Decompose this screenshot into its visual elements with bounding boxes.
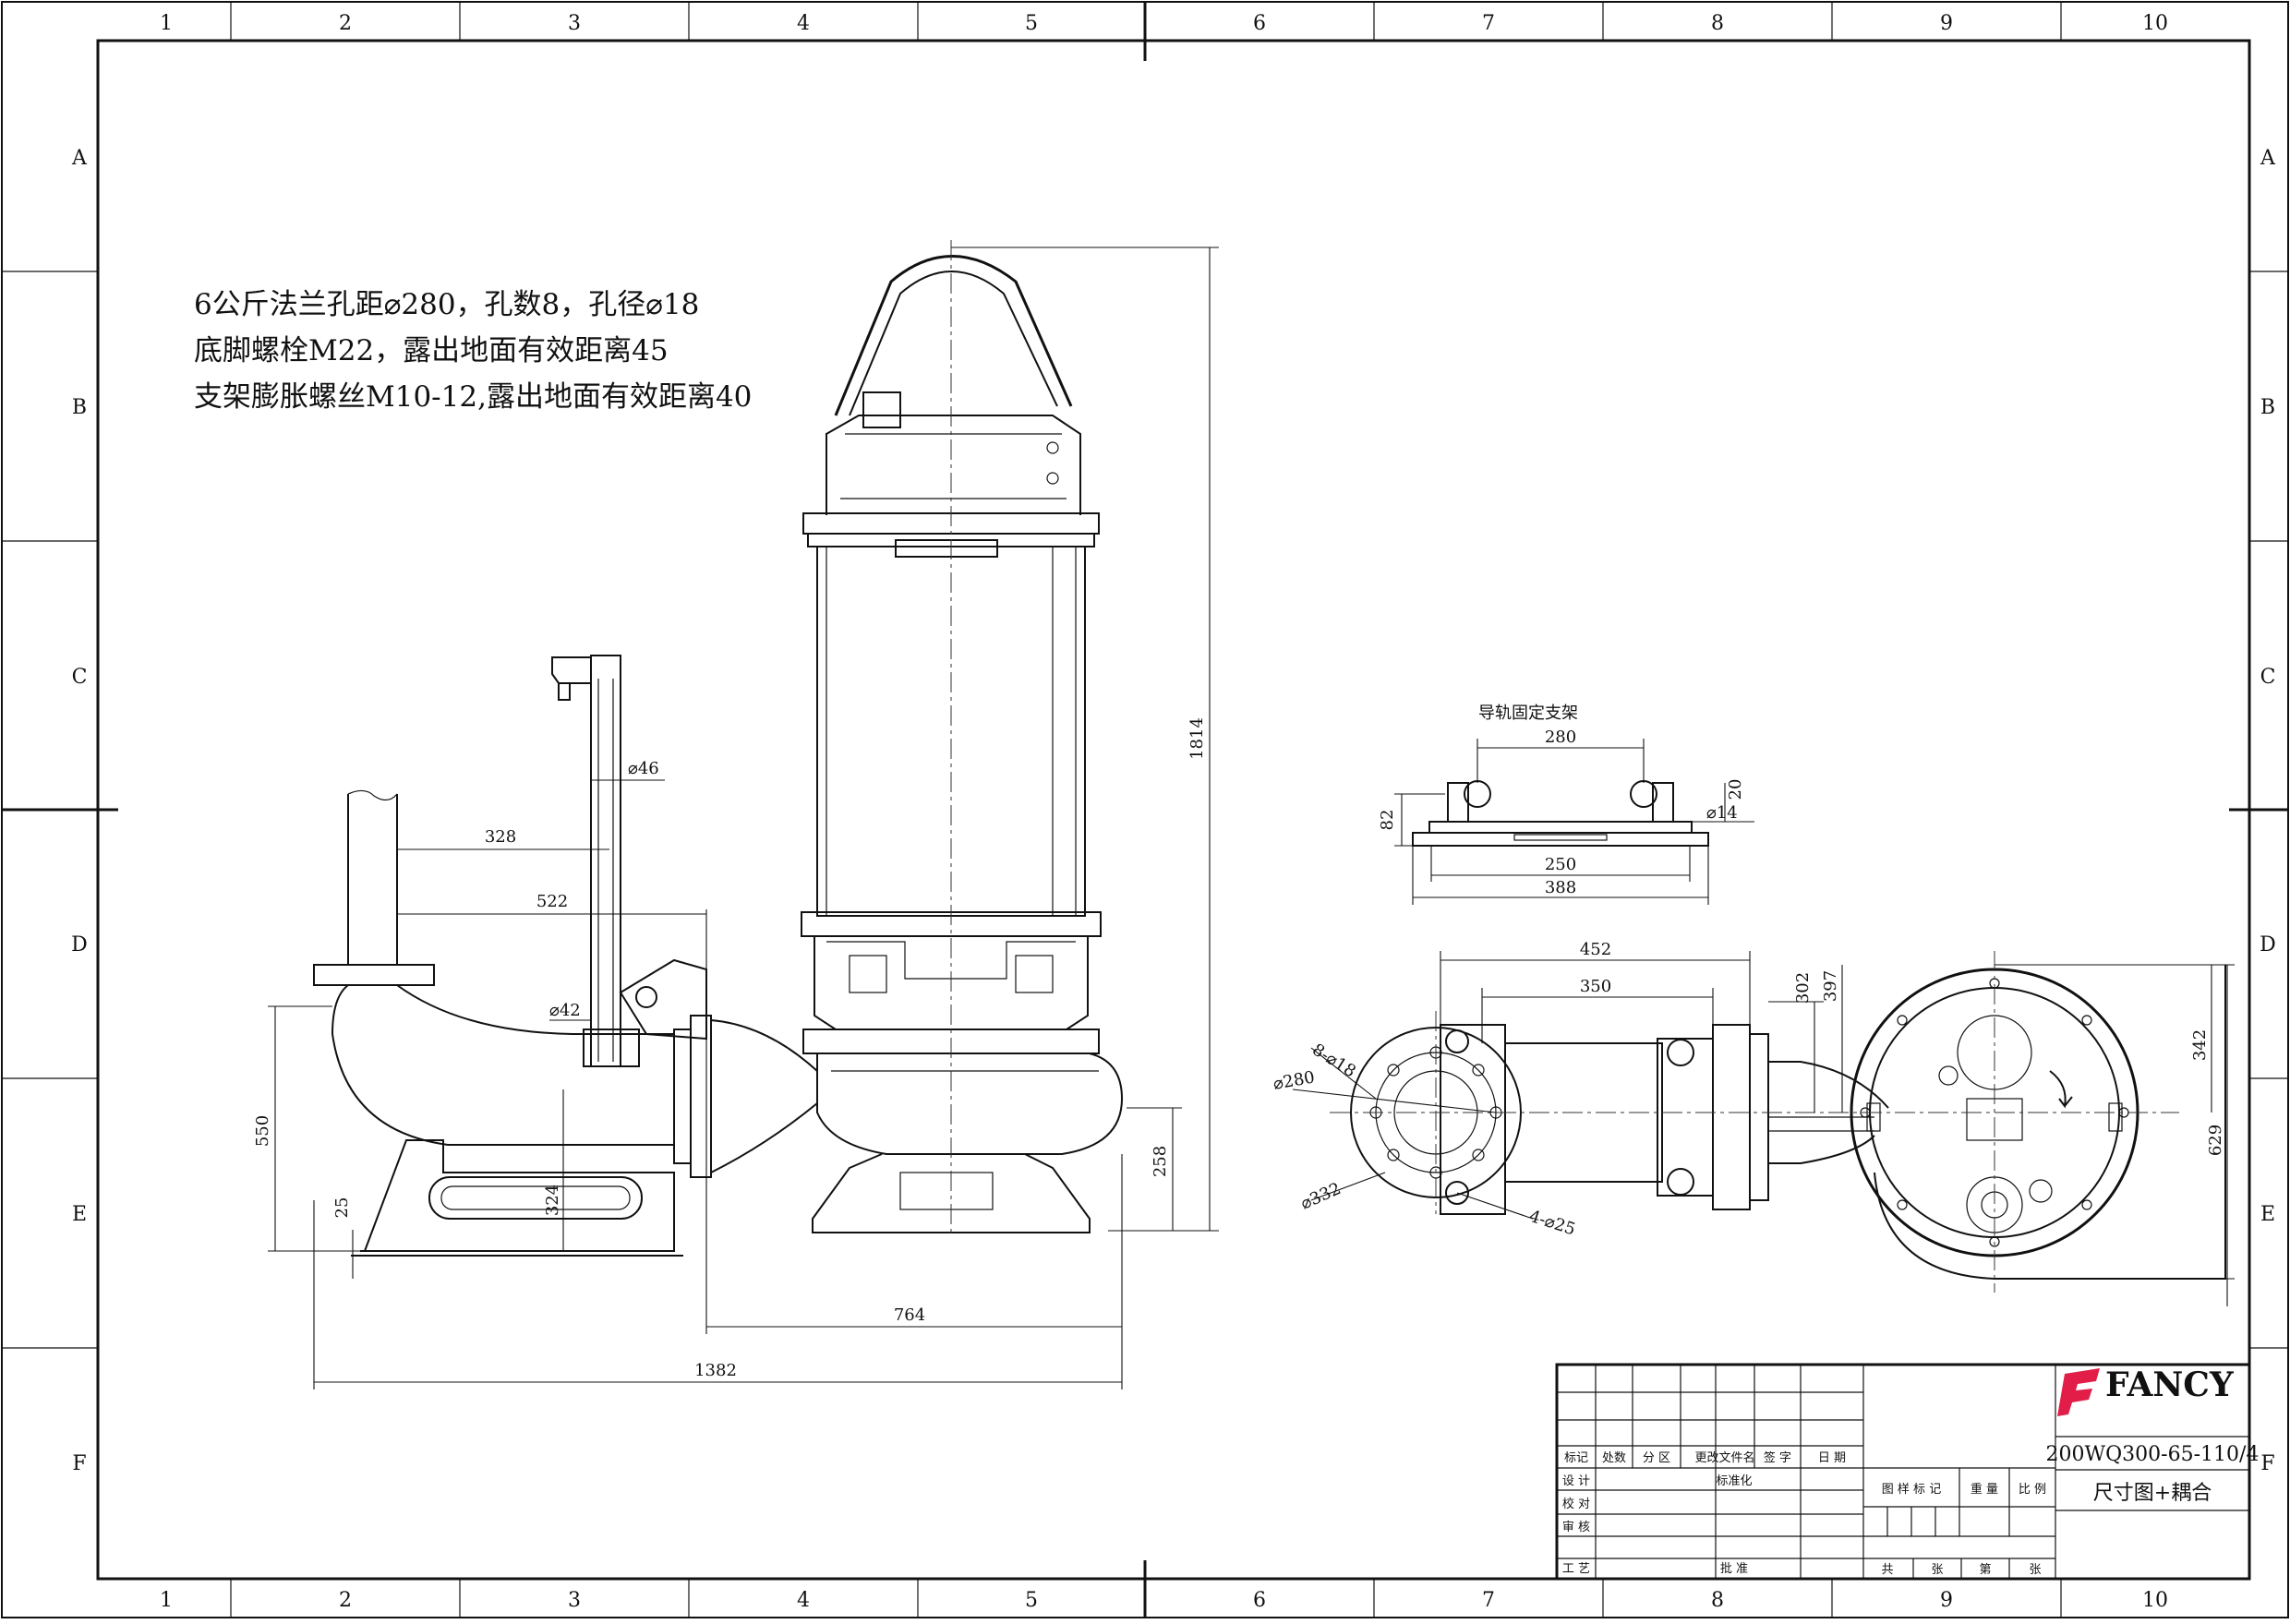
row-label-right-c: C bbox=[2260, 666, 2276, 689]
pump-side-view bbox=[313, 240, 1124, 1257]
rev-header-date: 日 期 bbox=[1818, 1451, 1846, 1465]
dim-overall-length: 1382 bbox=[694, 1361, 737, 1380]
row-label-f: F bbox=[72, 1452, 86, 1475]
dim-pipe-dia: ⌀46 bbox=[628, 759, 659, 778]
plan-view-dimensions: 452 350 302 397 342 629 8-⌀18 ⌀280 ⌀332 … bbox=[1272, 940, 2235, 1306]
sheet-number-label: 第 bbox=[1979, 1563, 1991, 1577]
dim-plan-397: 397 bbox=[1821, 970, 1840, 1002]
sign-row-design: 设 计 bbox=[1562, 1474, 1590, 1488]
col-label-bottom-8: 8 bbox=[1711, 1589, 1724, 1612]
row-label-d: D bbox=[71, 933, 88, 956]
row-label-b: B bbox=[72, 396, 87, 419]
sign-row-process: 工 艺 bbox=[1562, 1562, 1590, 1576]
stage-header-scale: 比 例 bbox=[2019, 1483, 2046, 1497]
col-label-bottom-9: 9 bbox=[1940, 1589, 1953, 1612]
row-label-e: E bbox=[72, 1203, 87, 1226]
col-label-7: 7 bbox=[1482, 12, 1495, 35]
rev-header-zone: 分 区 bbox=[1643, 1451, 1670, 1465]
col-label-4: 4 bbox=[797, 12, 810, 35]
fancy-logo: FANCY bbox=[2057, 1365, 2235, 1416]
sign-row-check: 校 对 bbox=[1562, 1497, 1590, 1511]
dim-rail-328: 328 bbox=[485, 827, 516, 847]
dim-bracket-hole: ⌀14 bbox=[1706, 803, 1738, 823]
dim-bracket-388: 388 bbox=[1545, 878, 1576, 897]
dim-bracket-82: 82 bbox=[1378, 810, 1397, 831]
stage-header-mark: 图 样 标 记 bbox=[1882, 1483, 1941, 1497]
note-expansion-screw: 支架膨胀螺丝M10-12,露出地面有效距离40 bbox=[194, 380, 752, 414]
dim-plan-452: 452 bbox=[1580, 940, 1611, 959]
dim-flange-holes: 8-⌀18 bbox=[1308, 1040, 1359, 1081]
rev-header-count: 处数 bbox=[1602, 1451, 1626, 1465]
rev-header-file: 更改文件名 bbox=[1694, 1450, 1754, 1465]
dim-anchor-holes: 4-⌀25 bbox=[1526, 1207, 1577, 1240]
dim-plan-342: 342 bbox=[2190, 1029, 2210, 1061]
col-label-1: 1 bbox=[160, 12, 173, 35]
note-flange: 6公斤法兰孔距⌀280，孔数8，孔径⌀18 bbox=[194, 288, 699, 321]
model-number: 200WQ300-65-110/4 bbox=[2046, 1443, 2260, 1466]
row-label-right-f: F bbox=[2260, 1452, 2274, 1475]
bracket-title: 导轨固定支架 bbox=[1478, 704, 1578, 723]
note-anchor-bolt: 底脚螺栓M22，露出地面有效距离45 bbox=[194, 334, 669, 367]
sign-row-review: 审 核 bbox=[1562, 1521, 1590, 1534]
dim-base-324: 324 bbox=[543, 1185, 562, 1216]
dim-flange-280: ⌀280 bbox=[1272, 1067, 1316, 1094]
standardization-label: 标准化 bbox=[1716, 1474, 1752, 1488]
dim-elbow-550: 550 bbox=[253, 1115, 272, 1147]
dim-bracket-280: 280 bbox=[1545, 728, 1576, 747]
col-label-bottom-7: 7 bbox=[1482, 1589, 1495, 1612]
dim-base-height: 258 bbox=[1151, 1146, 1170, 1177]
logo-text: FANCY bbox=[2105, 1365, 2235, 1404]
sheet-unit-label: 张 bbox=[1931, 1563, 1943, 1577]
col-label-bottom-10: 10 bbox=[2142, 1589, 2168, 1612]
col-label-bottom-2: 2 bbox=[339, 1589, 352, 1612]
side-view-dimensions: 1814 258 764 1382 ⌀46 328 522 ⌀42 550 25… bbox=[253, 247, 1219, 1389]
dim-rail-dia: ⌀42 bbox=[549, 1001, 581, 1020]
col-label-bottom-1: 1 bbox=[160, 1589, 173, 1612]
col-label-9: 9 bbox=[1940, 12, 1953, 35]
row-label-right-e: E bbox=[2260, 1203, 2275, 1226]
col-label-10: 10 bbox=[2142, 12, 2168, 35]
rev-header-mark: 标记 bbox=[1564, 1451, 1588, 1465]
dim-bracket-20: 20 bbox=[1726, 779, 1745, 800]
col-label-6: 6 bbox=[1253, 12, 1266, 35]
technical-notes: 6公斤法兰孔距⌀280，孔数8，孔径⌀18 底脚螺栓M22，露出地面有效距离45… bbox=[194, 288, 752, 414]
dim-plan-302: 302 bbox=[1793, 972, 1813, 1004]
row-label-right-a: A bbox=[2260, 147, 2276, 170]
col-label-5: 5 bbox=[1025, 12, 1038, 35]
col-label-8: 8 bbox=[1711, 12, 1724, 35]
dim-base-25: 25 bbox=[332, 1197, 352, 1219]
col-label-bottom-4: 4 bbox=[797, 1589, 810, 1612]
sheet-total-label: 共 bbox=[1881, 1563, 1893, 1577]
col-label-2: 2 bbox=[339, 12, 352, 35]
row-label-right-d: D bbox=[2260, 933, 2276, 956]
col-label-bottom-5: 5 bbox=[1025, 1589, 1038, 1612]
sheet-unit-label-2: 张 bbox=[2029, 1563, 2041, 1577]
rev-header-sign: 签 字 bbox=[1764, 1450, 1791, 1465]
dim-plan-629: 629 bbox=[2206, 1125, 2225, 1156]
row-label-right-b: B bbox=[2260, 396, 2275, 419]
dim-rail-522: 522 bbox=[536, 892, 568, 911]
row-label-c: C bbox=[72, 666, 88, 689]
row-label-a: A bbox=[71, 147, 88, 170]
approval-label: 批 准 bbox=[1720, 1562, 1748, 1576]
pump-plan-view bbox=[1330, 951, 2226, 1293]
stage-header-weight: 重 量 bbox=[1971, 1482, 1998, 1497]
dim-plan-350: 350 bbox=[1580, 977, 1611, 996]
col-label-bottom-6: 6 bbox=[1253, 1589, 1266, 1612]
title-block: 标记 处数 分 区 更改文件名 签 字 日 期 设 计 校 对 审 核 工 艺 … bbox=[1555, 1363, 2260, 1581]
col-label-bottom-3: 3 bbox=[568, 1589, 581, 1612]
guide-rail-bracket-view: 导轨固定支架 280 20 82 ⌀14 250 388 bbox=[1378, 704, 1754, 905]
col-label-3: 3 bbox=[568, 12, 581, 35]
dim-outlet-to-pump: 764 bbox=[894, 1305, 925, 1325]
dim-bracket-250: 250 bbox=[1545, 855, 1576, 874]
dim-flange-332: ⌀332 bbox=[1297, 1179, 1344, 1214]
dim-pump-height: 1814 bbox=[1187, 717, 1207, 760]
drawing-name: 尺寸图+耦合 bbox=[2093, 1482, 2212, 1505]
